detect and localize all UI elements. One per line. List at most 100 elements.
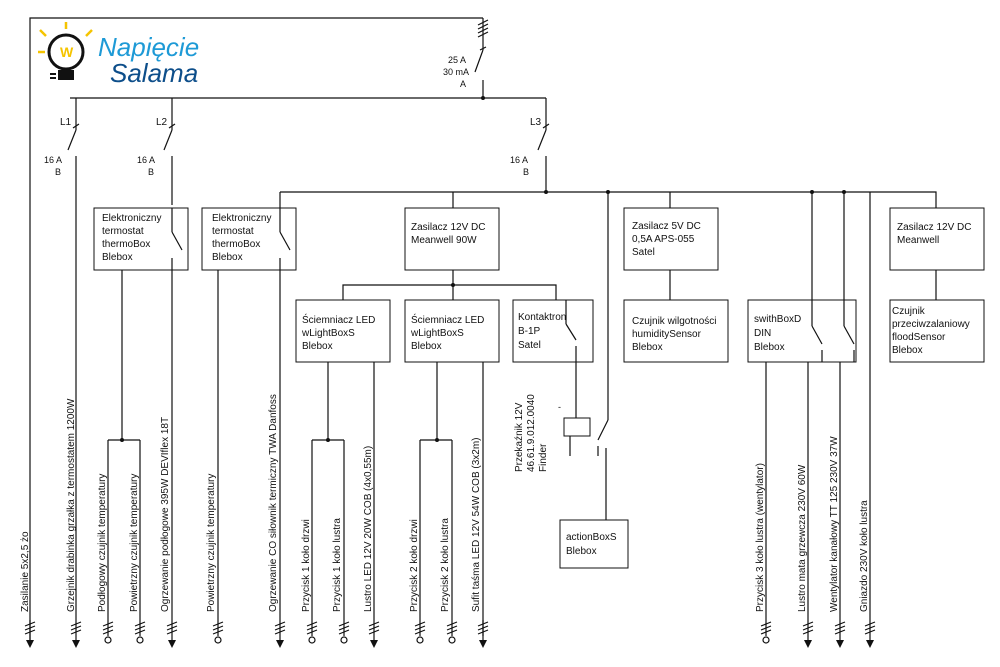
- kontaktron-line1: Kontaktron: [518, 312, 566, 323]
- switchbox-line1: swithBoxD: [754, 314, 801, 325]
- label-btn-door-2: Przycisk 2 koło drzwi: [409, 519, 420, 612]
- thermo1-line2: termostat: [102, 226, 144, 237]
- rcd-switch: 25 A 30 mA A: [443, 18, 489, 98]
- svg-text:-: -: [558, 402, 561, 412]
- flood-line1: Czujnik: [892, 306, 926, 317]
- kontaktron-box: Kontaktron B-1P Satel: [512, 299, 594, 363]
- rcd-sensitivity: 30 mA: [443, 67, 469, 77]
- psu12b-line2: Meanwell: [897, 235, 939, 246]
- breaker-l1: L1 16 A B: [44, 98, 80, 205]
- dimmer-2-box: Ściemniacz LED wLightBoxS Blebox: [404, 299, 500, 363]
- label-ceiling-led: Sufit taśma LED 12V 54W COB (3x2m): [471, 437, 482, 612]
- humidity-line3: Blebox: [632, 342, 663, 353]
- dimmer1-line3: Blebox: [302, 341, 333, 352]
- label-socket: Gniazdo 230V koło lustra: [859, 500, 870, 612]
- dimmer1-line1: Ściemniacz LED: [302, 313, 375, 326]
- breaker-l3: L3 16 A B: [510, 98, 550, 192]
- action-line2: Blebox: [566, 546, 597, 557]
- thermo1-line1: Elektroniczny: [102, 213, 161, 224]
- breaker-l1-curve: B: [55, 167, 61, 177]
- label-btn-3: Przycisk 3 koło lustra (wentylator): [755, 463, 766, 612]
- breaker-l2-curve: B: [148, 167, 154, 177]
- dimmer2-line3: Blebox: [411, 341, 442, 352]
- cable-end-marker: [212, 621, 224, 644]
- thermo1-line3: thermoBox: [102, 239, 150, 250]
- label-air-sensor-2: Powietrzny czujnik temperatury: [206, 474, 217, 612]
- humidity-line1: Czujnik wilgotności: [632, 316, 716, 327]
- thermostat-1-box: Elektroniczny termostat thermoBox Blebox: [93, 207, 189, 271]
- breaker-l2-name: L2: [156, 117, 168, 128]
- flood-sensor-box: Czujnik przeciwzalaniowy floodSensor Ble…: [889, 299, 985, 363]
- thermo2-line4: Blebox: [212, 252, 243, 263]
- thermo2-line1: Elektroniczny: [212, 213, 271, 224]
- breaker-l1-rating: 16 A: [44, 155, 62, 165]
- cable-end-marker: [166, 620, 178, 648]
- psu-12v-right-box: Zasilacz 12V DC Meanwell: [889, 207, 985, 271]
- label-mirror-led: Lustro LED 12V 20W COB (4x0,55m): [363, 446, 374, 612]
- relay-line3: Finder: [538, 443, 549, 472]
- relay-line2: 46.61.9.012.0040: [526, 394, 537, 472]
- label-btn-mirror-1: Przycisk 1 koło lustra: [332, 518, 343, 612]
- cable-end-marker: [802, 620, 814, 648]
- label-fan: Wentylator kanałowy TT 125 230V 37W: [829, 436, 840, 612]
- relay-label: Przekaźnik 12V 46.61.9.012.0040 Finder: [514, 394, 549, 472]
- label-floor-heating: Ogrzewanie podłogowe 395W DEVIflex 18T: [160, 417, 171, 612]
- supply-feed: [29, 17, 483, 640]
- logo: W Napięcie Salama: [38, 22, 199, 88]
- cable-end-marker: [864, 620, 876, 648]
- cable-end-marker: [760, 621, 772, 644]
- kontaktron-line2: B-1P: [518, 326, 541, 337]
- switchbox-box: swithBoxD DIN Blebox: [747, 192, 857, 363]
- breaker-l2-rating: 16 A: [137, 155, 155, 165]
- breaker-l3-name: L3: [530, 117, 542, 128]
- cable-end-marker: [338, 621, 350, 644]
- cable-end-marker: [274, 620, 286, 648]
- cable-end-marker: [24, 620, 36, 648]
- label-co-heating: Ogrzewanie CO siłownik termiczny TWA Dan…: [268, 394, 279, 612]
- label-floor-sensor: Podłogowy czujnik temperatury: [97, 474, 108, 612]
- dimmer-1-box: Ściemniacz LED wLightBoxS Blebox: [295, 299, 391, 363]
- relay-line1: Przekaźnik 12V: [514, 402, 525, 472]
- label-btn-mirror-2: Przycisk 2 koło lustra: [440, 518, 451, 612]
- cable-end-marker: [134, 621, 146, 644]
- psu-5v-box: Zasilacz 5V DC 0,5A APS-055 Satel: [623, 207, 719, 271]
- humidity-sensor-box: Czujnik wilgotności humiditySensor Blebo…: [623, 299, 729, 363]
- label-air-sensor-1: Powietrzny czujnik temperatury: [129, 474, 140, 612]
- psu-12v-box: Zasilacz 12V DC Meanwell 90W: [404, 207, 500, 271]
- cable-end-marker: [368, 620, 380, 648]
- psu5-line2: 0,5A APS-055: [632, 234, 695, 245]
- cable-end-marker: [834, 620, 846, 648]
- thermo2-line2: termostat: [212, 226, 254, 237]
- rcd-type: A: [460, 79, 466, 89]
- dimmer2-line1: Ściemniacz LED: [411, 313, 484, 326]
- breaker-l2: L2 16 A B: [137, 98, 176, 205]
- action-line1: actionBoxS: [566, 532, 617, 543]
- breaker-l3-rating: 16 A: [510, 155, 528, 165]
- cable-end-marker: [306, 621, 318, 644]
- psu12b-line1: Zasilacz 12V DC: [897, 222, 971, 233]
- flood-line3: floodSensor: [892, 332, 946, 343]
- dimmer1-line2: wLightBoxS: [301, 328, 355, 339]
- actionbox: actionBoxS Blebox: [559, 519, 629, 569]
- cable-ends: [24, 620, 876, 648]
- cable-end-marker: [477, 620, 489, 648]
- label-ladder-heater: Grzejnik drabinka grzałka z termostatem …: [66, 398, 77, 612]
- logo-line2: Salama: [110, 58, 198, 88]
- breaker-l3-curve: B: [523, 167, 529, 177]
- breaker-l1-name: L1: [60, 117, 72, 128]
- psu5-line3: Satel: [632, 247, 655, 258]
- label-btn-door-1: Przycisk 1 koło drzwi: [301, 519, 312, 612]
- thermo1-line4: Blebox: [102, 252, 133, 263]
- cable-end-marker: [414, 621, 426, 644]
- flood-line2: przeciwzalaniowy: [892, 319, 970, 330]
- logo-bulb-letter: W: [60, 44, 74, 60]
- switchbox-line3: Blebox: [754, 342, 785, 353]
- logo-line1: Napięcie: [98, 32, 199, 62]
- thermo2-line3: thermoBox: [212, 239, 260, 250]
- cable-end-marker: [446, 621, 458, 644]
- rcd-rating: 25 A: [448, 55, 466, 65]
- psu12-line1: Zasilacz 12V DC: [411, 222, 485, 233]
- label-supply: Zasilanie 5x2,5 żo: [20, 531, 31, 612]
- psu12-line2: Meanwell 90W: [411, 235, 477, 246]
